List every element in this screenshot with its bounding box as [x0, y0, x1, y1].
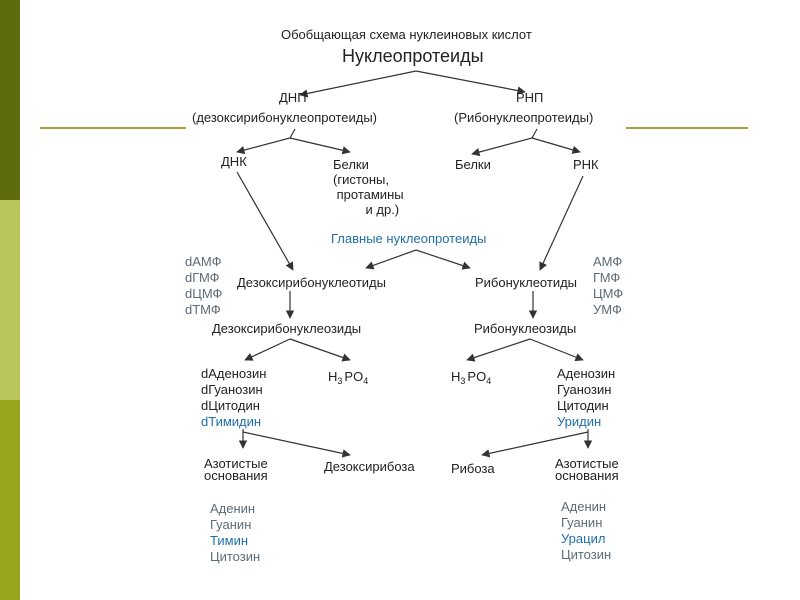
left-nucleotide-list-item: dЦМФ — [185, 286, 223, 301]
arrow-dnp-dnk — [236, 128, 296, 155]
arrow-rnucleosides-list — [529, 338, 584, 362]
left-nucleoside-list-item: dГуанозин — [201, 382, 263, 397]
right-nucleoside-list-item: Аденозин — [557, 366, 616, 381]
formula-part: H — [451, 369, 461, 384]
left-nucleoside-list-item: dАденозин — [201, 366, 267, 381]
diagram-title: Обобщающая схема нуклеиновых кислот — [281, 27, 532, 42]
right-nucleotide-list-item: ЦМФ — [593, 286, 624, 301]
left-nucleotide-list-item: dАМФ — [185, 254, 222, 269]
dnp-node: ДНП — [279, 90, 307, 105]
deoxyribonucleosides-node: Дезоксирибонуклеозиды — [212, 321, 362, 336]
main-nucleoproteins-label: Главные нуклеопротеиды — [331, 231, 487, 246]
rnp-node: РНП — [516, 90, 544, 105]
arrow-dnp-proteins — [289, 137, 351, 155]
formula-subscript: 3 — [337, 376, 343, 386]
right-nitrogenous-bases-label: Азотистые основания — [555, 456, 619, 483]
left-base-list-item: Аденин — [210, 501, 256, 516]
root-node: Нуклеопротеиды — [342, 46, 484, 66]
right-nucleotide-list-item: АМФ — [593, 254, 623, 269]
side-band-top — [0, 0, 20, 200]
rnk-node: РНК — [573, 157, 599, 172]
right-base-list-item: Цитозин — [561, 547, 612, 562]
left-rule — [40, 127, 186, 129]
dnp-full-name: (дезоксирибонуклеопротеиды) — [192, 110, 377, 125]
right-base-list-item: Аденин — [561, 499, 607, 514]
formula-part: PO — [467, 369, 487, 384]
left-nucleotide-list-item: dГМФ — [185, 270, 220, 285]
left-base-list-item: Цитозин — [210, 549, 261, 564]
right-nucleoside-list-item: Гуанозин — [557, 382, 612, 397]
left-base-list-item: Гуанин — [210, 517, 252, 532]
arrow-root-rnp — [415, 70, 526, 95]
arrow-rnucleoside-sugar — [481, 431, 589, 458]
arrow-main-left — [365, 249, 417, 270]
right-nucleotide-list-item: УМФ — [593, 302, 622, 317]
right-nucleotide-list-item: ГМФ — [593, 270, 621, 285]
formula-subscript: 4 — [486, 376, 492, 386]
arrow-root-dnp — [299, 70, 417, 98]
dnk-node: ДНК — [221, 154, 247, 169]
rnp-full-name: (Рибонуклеопротеиды) — [454, 110, 594, 125]
left-nucleoside-list-item: dТимидин — [201, 414, 262, 429]
formula-subscript: 4 — [363, 376, 369, 386]
side-band-bottom — [0, 400, 20, 600]
deoxyribose-node: Дезоксирибоза — [324, 459, 415, 474]
ribonucleosides-node: Рибонуклеозиды — [474, 321, 577, 336]
arrow-dnk-nucleotides — [236, 171, 294, 271]
arrow-rnp-rnk — [531, 137, 581, 154]
arrow-rnp-proteins — [471, 128, 538, 157]
ribonucleotides-node: Рибонуклеотиды — [475, 275, 578, 290]
right-rule — [626, 127, 748, 129]
formula-subscript: 3 — [460, 376, 466, 386]
left-nitrogenous-bases-label: Азотистые основания — [204, 456, 268, 483]
arrow-dnucleoside-sugar — [242, 431, 351, 458]
right-base-list-item: Гуанин — [561, 515, 603, 530]
arrow-dnucleosides-list — [244, 338, 291, 361]
arrow-main-right — [415, 249, 471, 270]
right-base-list-item: Урацил — [561, 531, 606, 546]
right-proteins-node: Белки — [455, 157, 491, 172]
deoxyribonucleotides-node: Дезоксирибонуклеотиды — [237, 275, 386, 290]
arrow-rnk-nucleotides — [539, 175, 584, 271]
ribose-node: Рибоза — [451, 461, 495, 476]
right-nucleoside-list-item: Уридин — [557, 414, 602, 429]
left-nucleotide-list-item: dТМФ — [185, 302, 221, 317]
left-base-list-item: Тимин — [210, 533, 249, 548]
left-nucleoside-list-item: dЦитодин — [201, 398, 260, 413]
formula-part: PO — [344, 369, 364, 384]
side-band-middle — [0, 200, 20, 400]
left-proteins-node: Белки (гистоны, протамины и др.) — [333, 157, 404, 217]
arrow-rnucleosides-phosphate — [466, 338, 531, 362]
formula-part: H — [328, 369, 338, 384]
right-nucleoside-list-item: Цитодин — [557, 398, 609, 413]
arrow-dnucleosides-phosphate — [289, 338, 351, 362]
